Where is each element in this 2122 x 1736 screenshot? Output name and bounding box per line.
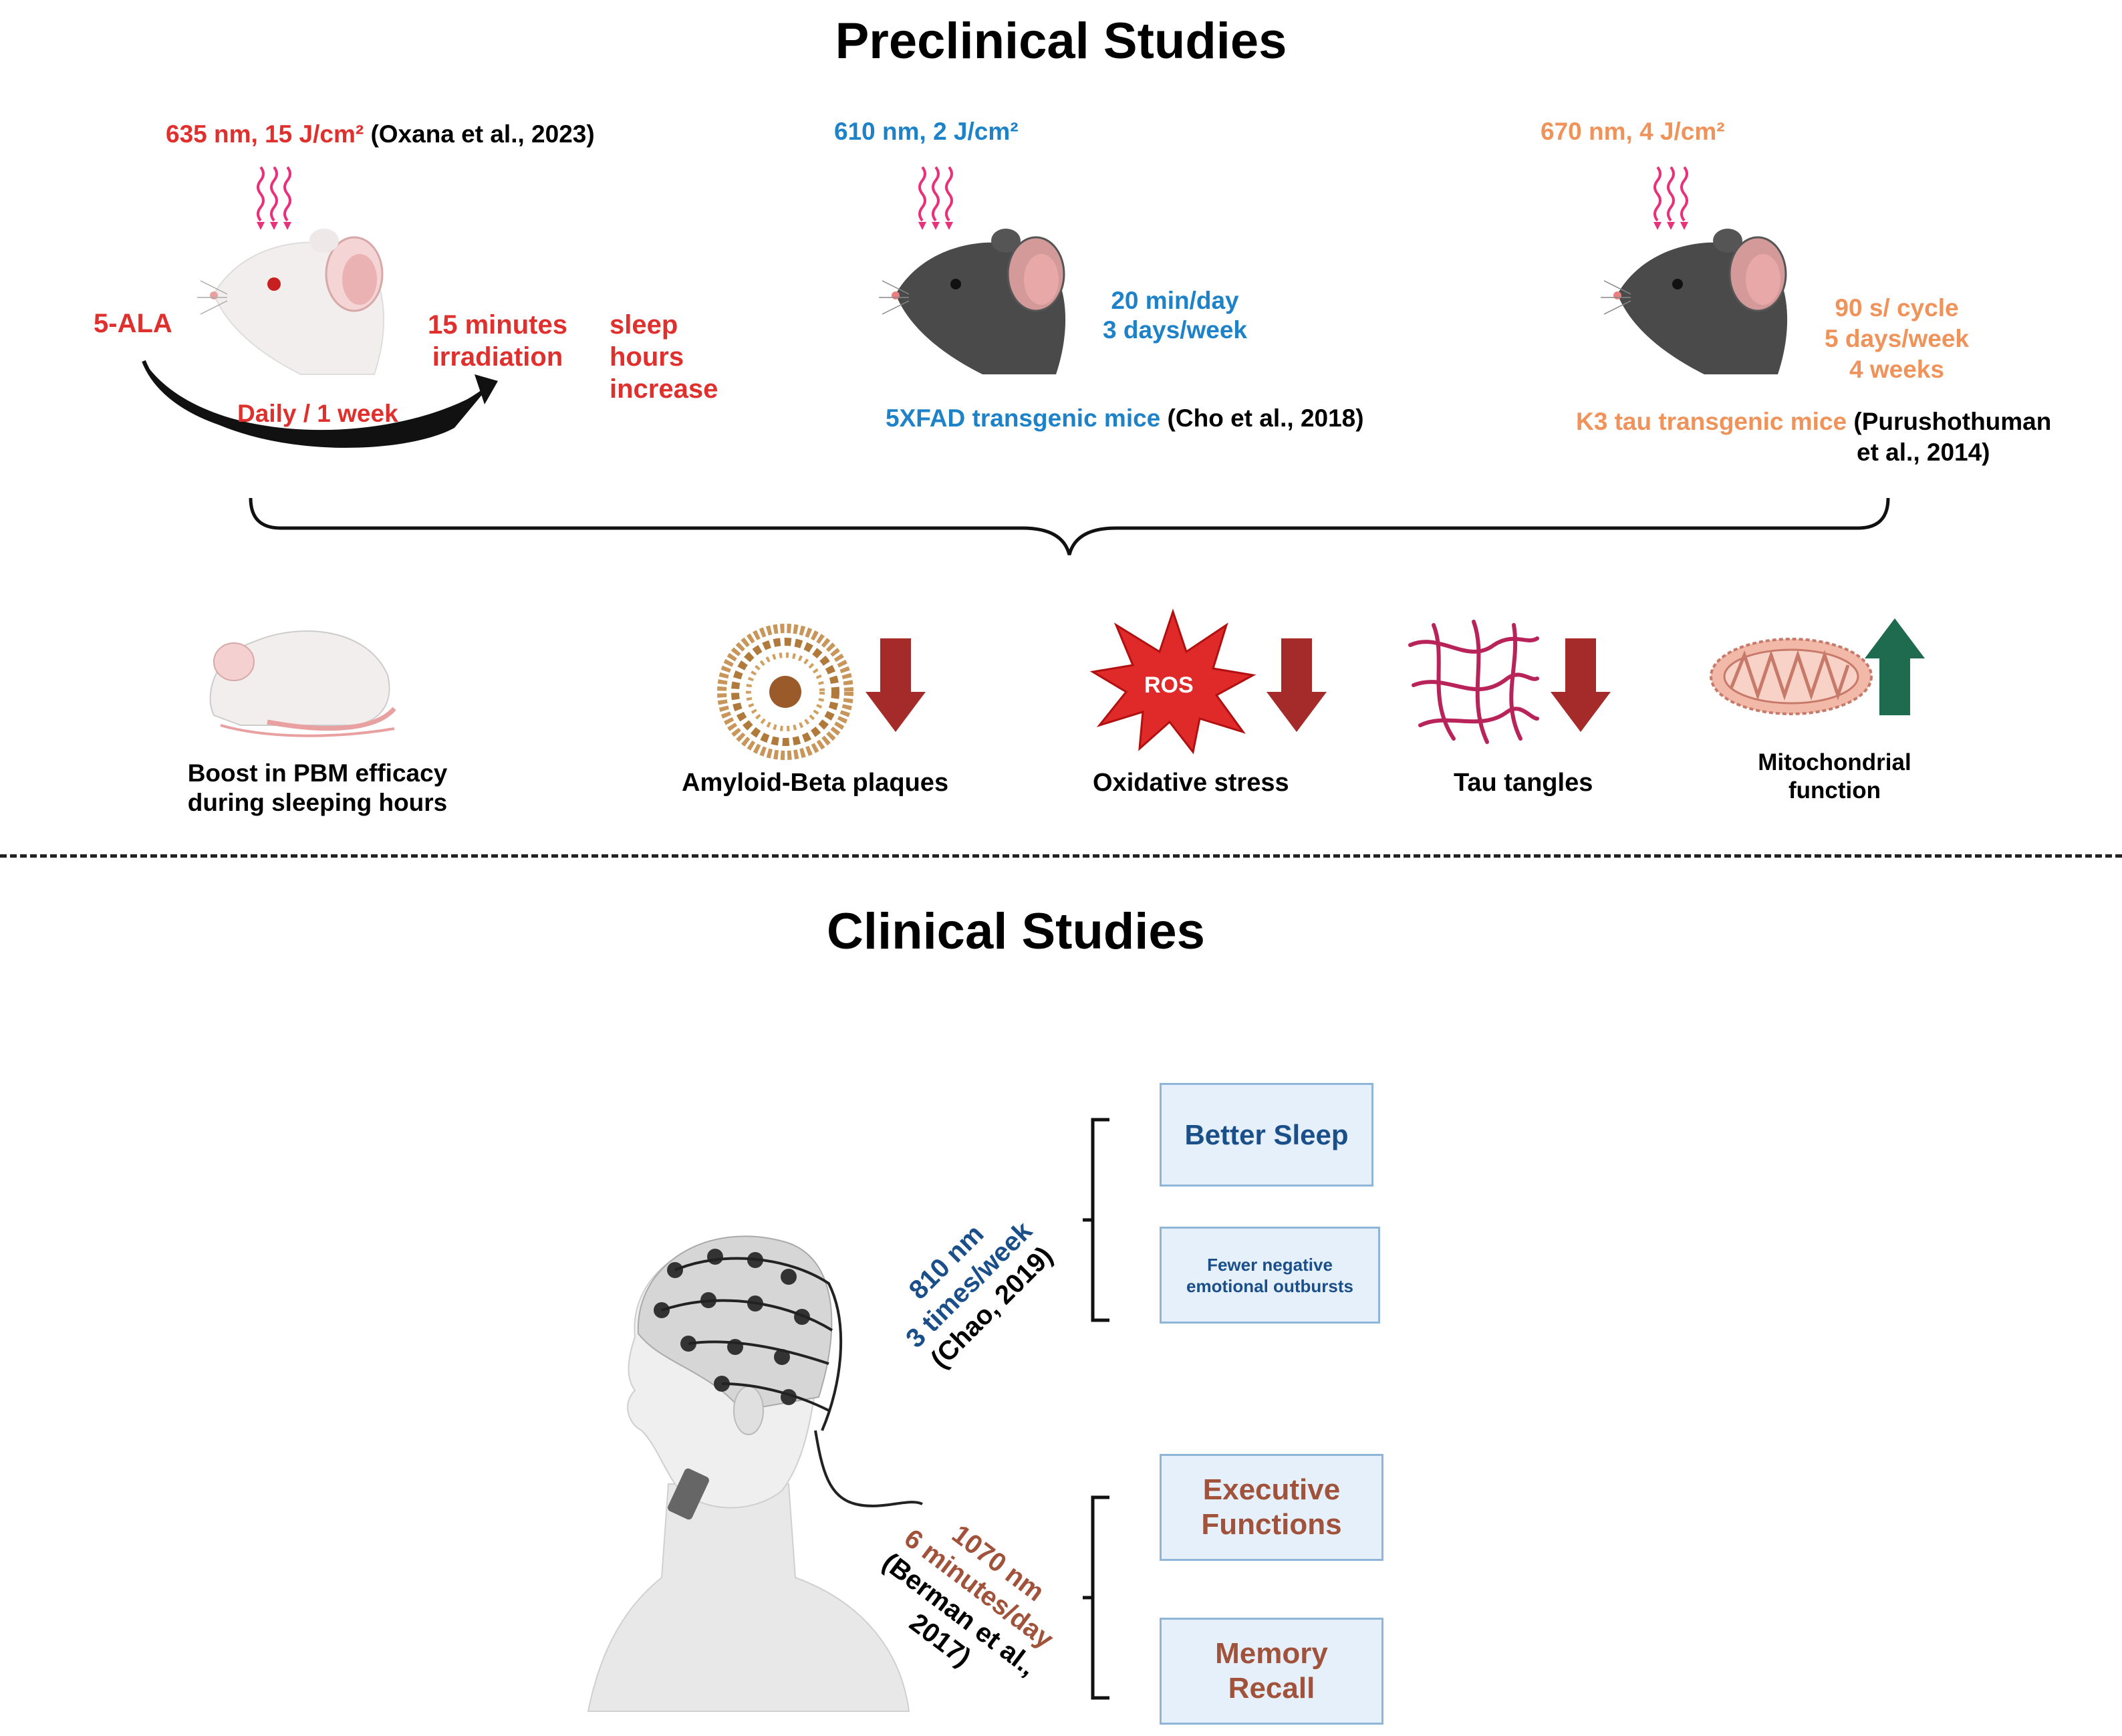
sleeping-mouse-icon [209, 630, 396, 737]
memory-recall-line2: Recall [1228, 1672, 1315, 1705]
study1-outcome-line3: increase [610, 374, 718, 404]
up-arrow-icon [1865, 618, 1925, 715]
curved-arrow-icon [142, 360, 498, 448]
light-waves-icon [918, 166, 953, 230]
clinical1-bracket [1083, 1118, 1109, 1322]
tau-tangles-icon [1408, 620, 1539, 744]
executive-functions-box: Executive Functions [1160, 1454, 1383, 1561]
study2-citation: (Cho et al., 2018) [1167, 404, 1364, 432]
ros-badge: ROS [1144, 672, 1194, 698]
study3-schedule: 90 s/ cycle 5 days/week 4 weeks [1825, 293, 1969, 385]
light-waves-icon [257, 166, 291, 230]
study2-model-row: 5XFAD transgenic mice (Cho et al., 2018) [886, 404, 1364, 432]
preclinical-title: Preclinical Studies [835, 13, 1287, 70]
emotional-outbursts-line2: emotional outbursts [1186, 1275, 1353, 1296]
outcome-amyloid: Amyloid-Beta plaques [682, 769, 949, 797]
executive-functions-line2: Functions [1201, 1508, 1342, 1541]
outcome-oxidative: Oxidative stress [1093, 769, 1289, 797]
white-mouse-icon [197, 229, 385, 375]
outcome-tau: Tau tangles [1454, 769, 1593, 797]
study3-citation-line1: (Purushothuman [1853, 408, 2052, 435]
clinical-title: Clinical Studies [827, 903, 1205, 960]
study1-irradiation-line2: irradiation [432, 342, 563, 372]
section-divider [0, 854, 2122, 858]
better-sleep-box: Better Sleep [1160, 1083, 1373, 1187]
study3-citation-line2: et al., 2014) [1857, 439, 1990, 466]
outcome-mito-line2: function [1788, 777, 1881, 803]
dark-mouse-icon [879, 229, 1066, 374]
eeg-cap-head-icon [587, 1235, 923, 1712]
study1-outcome: sleep hours increase [610, 309, 718, 405]
study1-irradiation-line1: 15 minutes [428, 310, 567, 340]
executive-functions-line1: Executive [1202, 1473, 1341, 1506]
study1-params: 635 nm, 15 J/cm² [166, 120, 364, 148]
amyloid-plaque-icon [717, 624, 853, 760]
clinical2-bracket [1083, 1495, 1109, 1700]
study2-model: 5XFAD transgenic mice [886, 404, 1161, 432]
emotional-outbursts-box: Fewer negative emotional outbursts [1160, 1227, 1380, 1324]
study1-citation: (Oxana et al., 2023) [370, 120, 595, 148]
dark-mouse-icon [1601, 229, 1788, 374]
outcome-mito-line1: Mitochondrial [1758, 749, 1911, 775]
study2-params: 610 nm, 2 J/cm² [834, 118, 1019, 145]
study1-outcome-line2: hours [610, 342, 684, 372]
memory-recall-box: Memory Recall [1160, 1618, 1383, 1725]
study3-model: K3 tau transgenic mice [1576, 408, 1847, 435]
study3-schedule-line1: 90 s/ cycle [1835, 294, 1959, 322]
outcome-sleep-line2: during sleeping hours [187, 789, 448, 816]
light-waves-icon [1653, 166, 1688, 230]
study1-drug: 5-ALA [94, 309, 172, 338]
study1-outcome-line1: sleep [610, 310, 678, 340]
mitochondria-icon [1710, 638, 1873, 715]
down-arrow-icon [1551, 638, 1611, 732]
study3-schedule-line2: 5 days/week [1825, 325, 1969, 352]
outcome-sleep: Boost in PBM efficacy during sleeping ho… [160, 759, 475, 818]
study1-schedule: Daily / 1 week [237, 400, 398, 427]
study1-params-row: 635 nm, 15 J/cm² (Oxana et al., 2023) [166, 120, 595, 148]
down-arrow-icon [1267, 638, 1327, 732]
ros-burst-icon [1089, 608, 1256, 755]
study3-schedule-line3: 4 weeks [1849, 356, 1944, 383]
study3-params: 670 nm, 4 J/cm² [1541, 118, 1725, 145]
study1-irradiation: 15 minutes irradiation [428, 309, 567, 373]
grouping-brace [249, 497, 1890, 555]
down-arrow-icon [866, 638, 926, 732]
study2-schedule: 20 min/day 3 days/week [1103, 286, 1247, 345]
emotional-outbursts-line1: Fewer negative [1207, 1254, 1333, 1275]
study2-schedule-line2: 3 days/week [1103, 316, 1247, 344]
study2-schedule-line1: 20 min/day [1111, 287, 1239, 314]
study3-model-row: K3 tau transgenic mice (Purushothuman et… [1576, 406, 2051, 468]
outcome-mito: Mitochondrial function [1731, 749, 1938, 805]
outcome-sleep-line1: Boost in PBM efficacy [187, 759, 448, 787]
memory-recall-line1: Memory [1215, 1637, 1328, 1670]
